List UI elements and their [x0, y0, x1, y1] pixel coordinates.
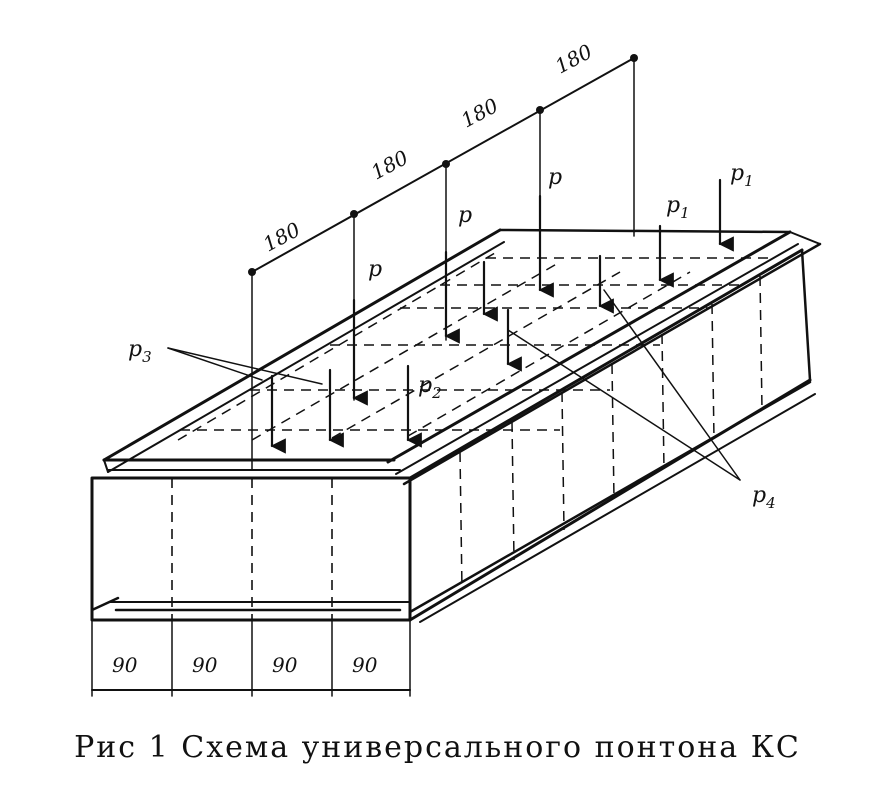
- load-label-p4: p4: [752, 483, 776, 512]
- pontoon-side-face: [408, 248, 812, 622]
- load-label-p2: p2: [418, 373, 442, 402]
- load-label-p1: p1: [666, 193, 690, 222]
- load-label-p3: p3: [128, 337, 152, 366]
- pontoon-front-face: [90, 476, 412, 622]
- top-dim-3: 180: [457, 93, 502, 132]
- load-arrows: [167, 178, 741, 481]
- bottom-rails: [90, 380, 816, 623]
- bottom-dim-1: 90: [112, 653, 138, 677]
- load-label-p1-second: p1: [730, 161, 754, 190]
- top-rails: [102, 228, 822, 486]
- bottom-dimension-line: [91, 619, 411, 697]
- top-dim-1: 180: [259, 217, 304, 256]
- load-label-p-b: p: [458, 203, 472, 228]
- bottom-dim-2: 90: [192, 653, 218, 677]
- top-dim-4: 180: [551, 39, 596, 78]
- bottom-dim-4: 90: [352, 653, 378, 677]
- bottom-dim-3: 90: [272, 653, 298, 677]
- top-dim-2: 180: [367, 145, 412, 184]
- figure-caption: Рис 1 Схема универсального понтона КС: [74, 730, 801, 765]
- load-label-p-a: p: [368, 257, 382, 282]
- load-label-p-c: p: [548, 165, 562, 190]
